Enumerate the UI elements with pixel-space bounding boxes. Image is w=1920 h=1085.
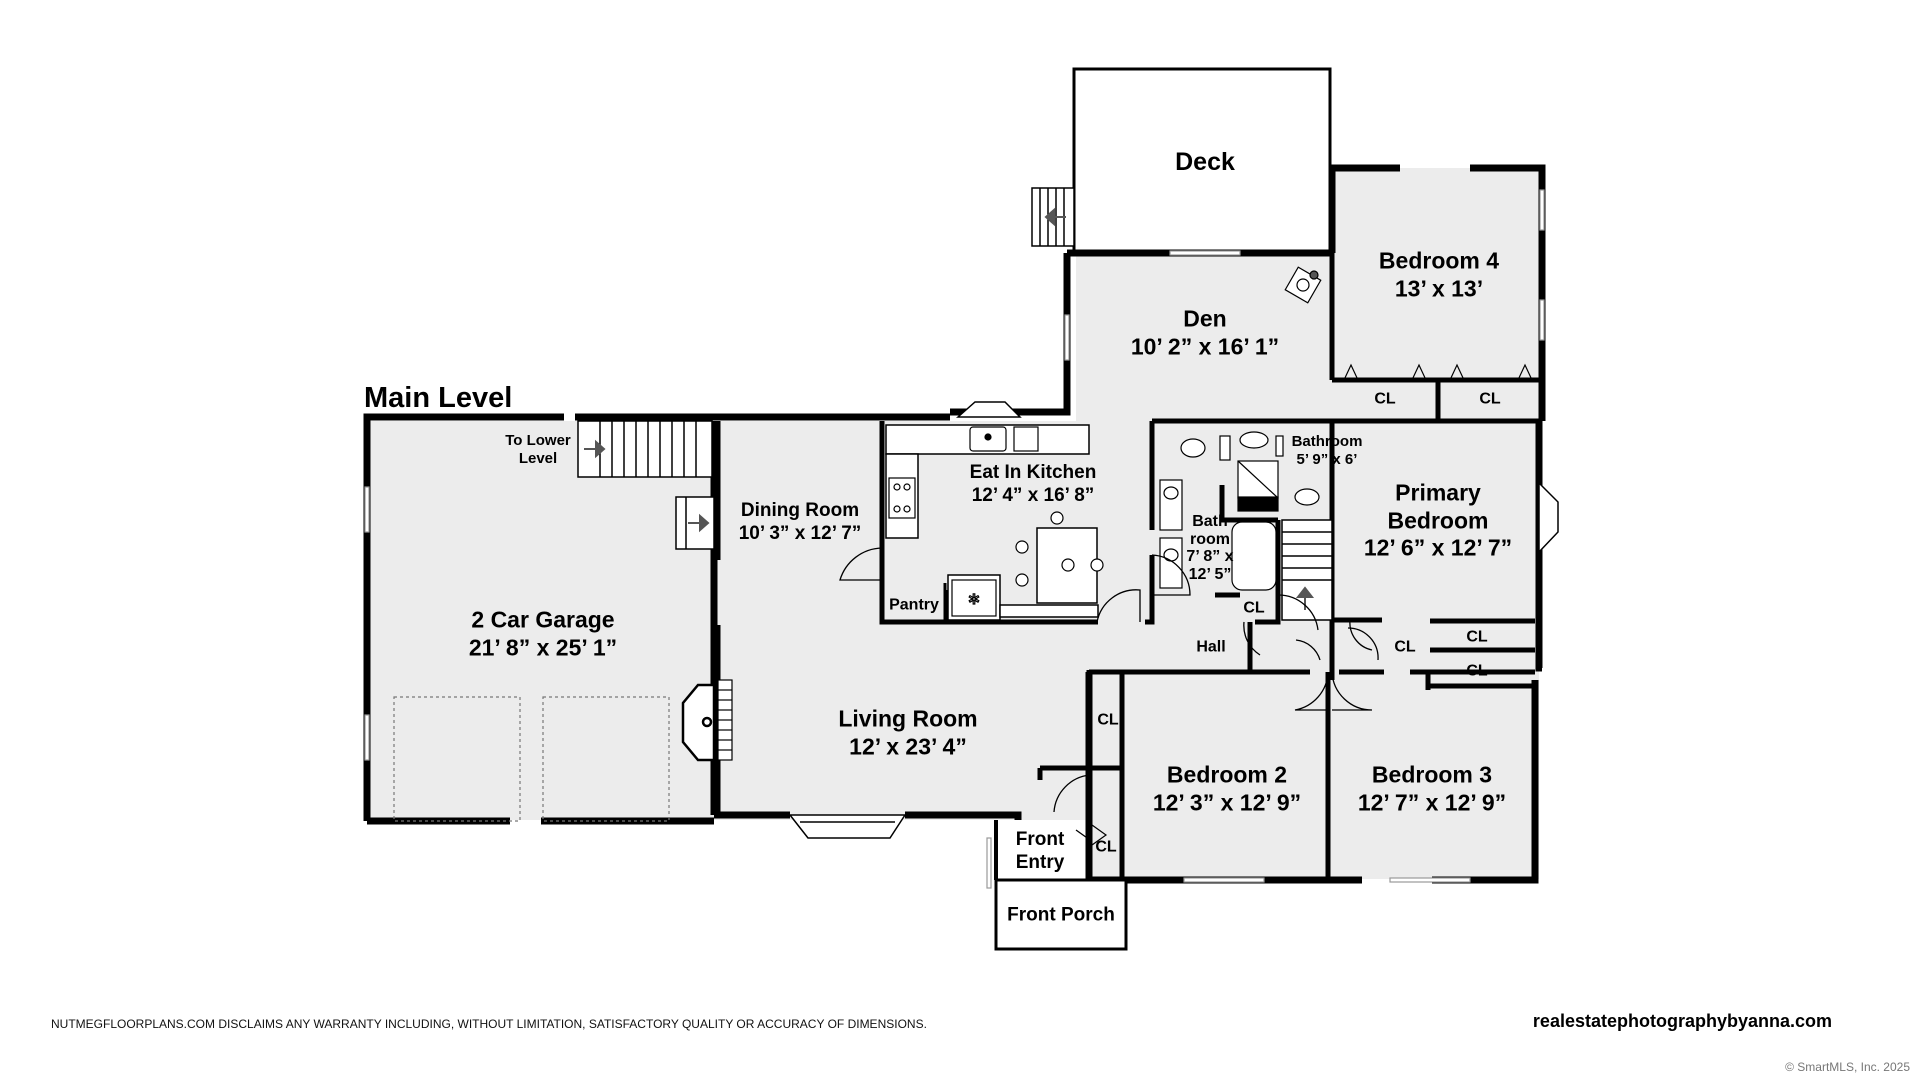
bedroom-2-dims: 12’ 3” x 12’ 9” — [1152, 789, 1302, 815]
deck-floor — [1074, 69, 1330, 253]
closet-label: CL — [1097, 711, 1119, 729]
hall-name: Hall — [1196, 638, 1226, 656]
deck-stairs — [1031, 187, 1075, 247]
den-dims: 10’ 2” x 16’ 1” — [1130, 333, 1280, 359]
bathroom-main-line2: room — [1190, 530, 1230, 548]
front-porch-name: Front Porch — [1007, 904, 1115, 926]
den-name: Den — [1183, 305, 1227, 332]
dishwasher: ✲ — [951, 579, 997, 617]
hall-stairs — [1281, 519, 1333, 621]
door-swings — [839, 547, 1379, 841]
room-label-front-entry: Front Entry — [1016, 829, 1065, 875]
primary-bedroom-dims: 12’ 6” x 12’ 7” — [1363, 534, 1513, 561]
room-label-living-room: Living Room 12’ x 23’ 4” — [838, 705, 977, 760]
room-label-to-lower-level: To Lower Level — [505, 432, 571, 468]
pantry-walls — [880, 583, 947, 624]
stove — [888, 477, 916, 519]
garage-dims: 21’ 8” x 25’ 1” — [468, 634, 618, 660]
room-label-deck: Deck — [1175, 147, 1235, 177]
svg-text:✲: ✲ — [968, 592, 980, 608]
plan-title: Main Level — [364, 382, 513, 414]
eat-in-kitchen-name: Eat In Kitchen — [969, 462, 1097, 484]
closet-label: CL — [1479, 390, 1501, 408]
room-label-hall: Hall — [1196, 637, 1225, 656]
room-label-bathroom-main: Bath room 7’ 8” x 12’ 5” — [1186, 513, 1233, 583]
dining-room-name: Dining Room — [740, 500, 860, 522]
garage-doors — [393, 696, 670, 822]
front-entry-line1: Front — [1015, 829, 1065, 851]
room-label-bedroom-3: Bedroom 3 12’ 7” x 12’ 9” — [1358, 761, 1506, 816]
kitchen-sink — [969, 426, 1039, 452]
room-label-bedroom-4: Bedroom 4 13’ x 13’ — [1379, 247, 1499, 302]
interior-walls — [715, 253, 1540, 883]
room-label-front-porch: Front Porch — [1007, 905, 1115, 928]
room-label-pantry: Pantry — [889, 595, 939, 614]
closet-label: CL — [1466, 628, 1488, 646]
living-bay-window — [788, 814, 907, 839]
bathroom-main-line4: 12’ 5” — [1188, 565, 1232, 583]
dining-room-dims: 10’ 3” x 12’ 7” — [738, 523, 862, 544]
bedroom-3-dims: 12’ 7” x 12’ 9” — [1357, 789, 1507, 815]
garage-name: 2 Car Garage — [471, 606, 615, 633]
bedroom-4-dims: 13’ x 13’ — [1394, 275, 1484, 301]
dining-table-set — [1015, 511, 1104, 587]
bedroom-2-name: Bedroom 2 — [1166, 761, 1288, 788]
den-floor — [1076, 253, 1332, 421]
bathroom-main-line3: 7’ 8” x — [1186, 548, 1234, 565]
deck-stairs-arrow-icon — [1044, 207, 1066, 227]
fireplace — [681, 683, 716, 762]
garage-floor — [367, 421, 714, 820]
pantry-name: Pantry — [889, 596, 939, 614]
den-chair — [1284, 266, 1322, 304]
closet-bifold-doors — [1091, 363, 1533, 846]
bathroom-small-dims: 5’ 9” x 6’ — [1296, 451, 1358, 468]
to-lower-level-line1: To Lower — [505, 432, 571, 449]
closet-label: CL — [1466, 662, 1488, 680]
bedroom-3-name: Bedroom 3 — [1371, 761, 1493, 788]
room-label-dining-room: Dining Room 10’ 3” x 12’ 7” — [739, 500, 862, 546]
bedroom-4-name: Bedroom 4 — [1378, 247, 1500, 274]
hall-stairs-arrow-icon — [1295, 586, 1315, 610]
eat-in-kitchen-dims: 12’ 4” x 16’ 8” — [971, 485, 1095, 506]
primary-bedroom-line1: Primary — [1395, 479, 1481, 506]
kitchen-window-bay — [956, 401, 1022, 418]
bathroom-main-line1: Bath — [1192, 512, 1228, 530]
windows — [364, 189, 1545, 889]
living-room-dims: 12’ x 23’ 4” — [849, 733, 967, 759]
room-label-primary-bedroom: Primary Bedroom 12’ 6” x 12’ 7” — [1364, 480, 1512, 563]
room-label-den: Den 10’ 2” x 16’ 1” — [1131, 305, 1279, 360]
front-entry-line2: Entry — [1015, 852, 1065, 873]
closet-label: CL — [1095, 838, 1117, 856]
front-porch-outline — [994, 878, 1128, 951]
room-label-bathroom-small: Bathroom 5’ 9” x 6’ — [1292, 433, 1363, 469]
garage-step-arrow-icon — [688, 513, 710, 533]
to-lower-level-line2: Level — [518, 450, 558, 467]
room-label-bedroom-2: Bedroom 2 12’ 3” x 12’ 9” — [1153, 761, 1301, 816]
closet-label: CL — [1243, 599, 1265, 617]
disclaimer-text: NUTMEGFLOORPLANS.COM DISCLAIMS ANY WARRA… — [51, 1017, 927, 1031]
bathroom-fixtures — [1159, 431, 1320, 591]
lower-level-arrow-icon — [584, 439, 606, 459]
copyright-notice: © SmartMLS, Inc. 2025 — [1785, 1060, 1910, 1074]
photographer-credit: realestatephotographybyanna.com — [1532, 1011, 1832, 1031]
room-label-eat-in-kitchen: Eat In Kitchen 12’ 4” x 16’ 8” — [970, 462, 1097, 508]
room-label-garage: 2 Car Garage 21’ 8” x 25’ 1” — [469, 606, 617, 661]
closet-label: CL — [1374, 390, 1396, 408]
closet-label: CL — [1394, 638, 1416, 656]
bedroom-wing-floor — [1089, 671, 1539, 879]
living-room-name: Living Room — [838, 705, 978, 732]
primary-bay-window — [1538, 481, 1559, 554]
bathroom-small-name: Bathroom — [1291, 433, 1363, 450]
deck-name: Deck — [1175, 148, 1235, 176]
hearth — [717, 679, 733, 761]
primary-bedroom-line2: Bedroom — [1387, 507, 1489, 534]
